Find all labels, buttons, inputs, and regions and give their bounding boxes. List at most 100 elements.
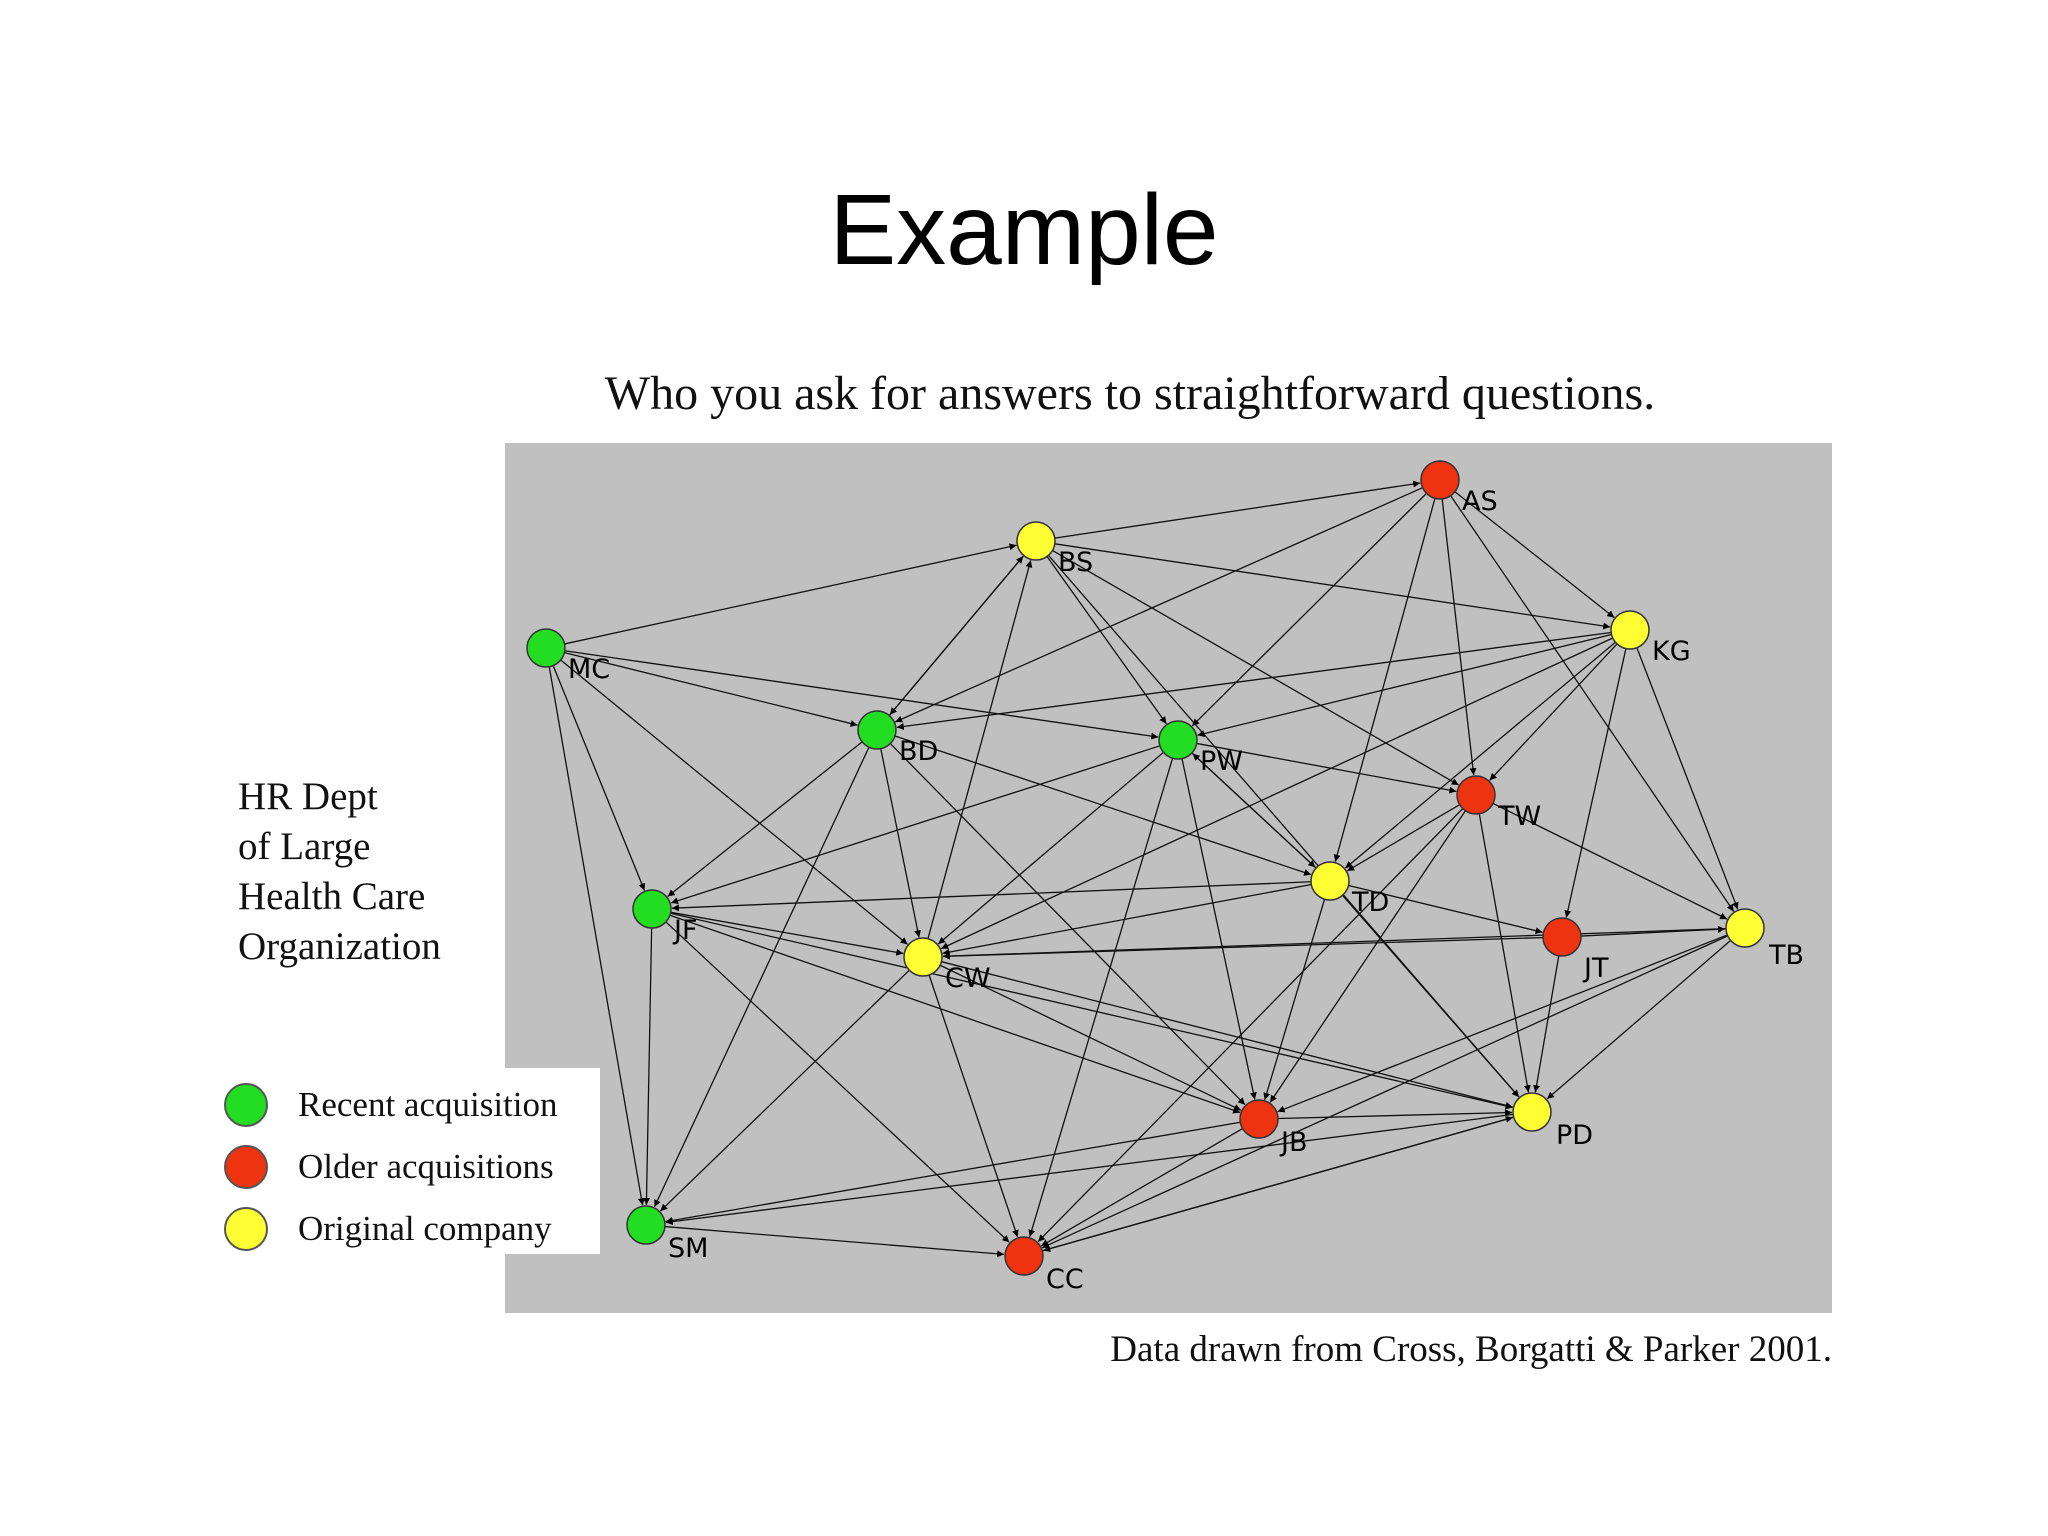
edge-sm-cc [664, 1225, 1005, 1258]
edge-td-jt [1348, 884, 1543, 935]
node-tb [1725, 908, 1765, 948]
edge-mc-sm [548, 666, 645, 1206]
edge-as-tb [1450, 495, 1735, 912]
edge-cw-sm [659, 969, 910, 1212]
edge-cw-bs [927, 560, 1033, 939]
legend-item-original: Original company [224, 1204, 552, 1254]
edge-bs-tw [1052, 549, 1460, 786]
edge-tw-tb [1492, 802, 1728, 920]
edge-mc-bd [564, 651, 858, 727]
node-label-cw: CW [945, 963, 991, 994]
edge-mc-bs [564, 543, 1017, 645]
edge-kg-jt [1564, 648, 1627, 918]
edge-kg-bd [896, 631, 1612, 730]
node-label-jf: JF [672, 915, 698, 946]
edge-mc-cw [560, 659, 908, 945]
edge-cw-jb [939, 964, 1242, 1111]
edge-jb-sm [665, 1121, 1241, 1224]
edge-as-bd [895, 487, 1423, 723]
node-label-cc: CC [1046, 1264, 1084, 1295]
edge-pw-tw [1196, 742, 1457, 794]
edge-as-pw [1191, 492, 1427, 727]
edge-jb-pd [1277, 1109, 1513, 1120]
network-panel [505, 443, 1832, 1313]
node-jt [1542, 917, 1582, 957]
edge-cw-cc [928, 974, 1019, 1238]
edge-pd-sm [665, 1113, 1514, 1226]
node-label-pw: PW [1200, 746, 1243, 777]
edge-as-kg [1454, 491, 1615, 619]
edge-bd-bs [888, 555, 1024, 716]
edge-tw-cc [1037, 808, 1464, 1243]
edge-mc-pw [564, 650, 1159, 740]
edge-bs-pw [1046, 556, 1167, 725]
edge-as-td [1333, 498, 1436, 862]
edge-td-jb [1263, 899, 1326, 1101]
edge-jf-cw [670, 911, 904, 956]
node-label-kg: KG [1652, 636, 1691, 667]
edge-cw-pd [941, 961, 1513, 1109]
legend-dot-older [224, 1145, 268, 1189]
node-bd [857, 710, 897, 750]
node-kg [1610, 610, 1650, 650]
edge-bd-cw [880, 748, 922, 938]
edge-tb-cw [942, 928, 1727, 960]
node-mc [526, 628, 566, 668]
slide-title: Example [829, 174, 1219, 286]
org-line-1: HR Dept [238, 775, 378, 818]
diagram-subtitle: Who you ask for answers to straightforwa… [604, 367, 1656, 420]
legend-dot-recent [224, 1083, 268, 1127]
node-label-bd: BD [899, 736, 938, 767]
legend: Recent acquisition Older acquisitions Or… [212, 1068, 600, 1254]
edge-pw-cw [937, 751, 1164, 945]
node-as [1420, 460, 1460, 500]
node-pd [1512, 1092, 1552, 1132]
edge-kg-tb [1636, 647, 1739, 910]
edge-as-tw [1441, 498, 1477, 776]
legend-label-original: Original company [298, 1209, 552, 1248]
edge-cc-pd [1042, 1115, 1513, 1252]
edge-jf-jb [669, 914, 1241, 1114]
legend-label-older: Older acquisitions [298, 1147, 554, 1186]
node-sm [626, 1205, 666, 1245]
node-label-tw: TW [1497, 801, 1541, 832]
node-label-sm: SM [668, 1233, 708, 1264]
node-label-jt: JT [1582, 953, 1609, 984]
edge-tb-jb [1277, 934, 1728, 1113]
node-label-tb: TB [1768, 940, 1804, 971]
edge-kg-cw [940, 637, 1614, 950]
org-line-3: Health Care [238, 875, 426, 918]
edge-bs-as [1054, 480, 1421, 539]
edge-td-pw [1192, 753, 1317, 869]
legend-item-recent: Recent acquisition [224, 1080, 558, 1130]
edge-tw-td [1346, 804, 1460, 872]
edge-bd-td [894, 735, 1312, 876]
node-cw [903, 937, 943, 977]
edge-tb-cc [1041, 935, 1728, 1249]
edge-kg-td [1344, 641, 1616, 869]
edge-bd-sm [653, 746, 870, 1208]
node-tw [1456, 775, 1496, 815]
edge-tb-pd [1546, 939, 1732, 1100]
node-cc [1004, 1236, 1044, 1276]
node-pw [1158, 720, 1198, 760]
edge-pw-jb [1181, 758, 1257, 1100]
edge-mc-jf [552, 665, 646, 891]
edge-kg-pw [1197, 633, 1612, 738]
node-label-td: TD [1351, 887, 1389, 918]
node-td [1310, 861, 1350, 901]
legend-dot-original [224, 1207, 268, 1251]
edge-tw-pd [1478, 813, 1531, 1093]
edge-td-jf [671, 881, 1312, 912]
edge-bd-jf [667, 741, 863, 898]
edge-pw-jf [670, 745, 1161, 905]
edge-jb-cc [1040, 1128, 1243, 1247]
node-label-jb: JB [1279, 1127, 1308, 1158]
node-label-as: AS [1462, 486, 1498, 517]
edge-kg-tw [1489, 643, 1618, 781]
node-label-bs: BS [1058, 547, 1093, 578]
node-label-mc: MC [568, 654, 610, 685]
edge-pw-cc [1028, 758, 1174, 1238]
